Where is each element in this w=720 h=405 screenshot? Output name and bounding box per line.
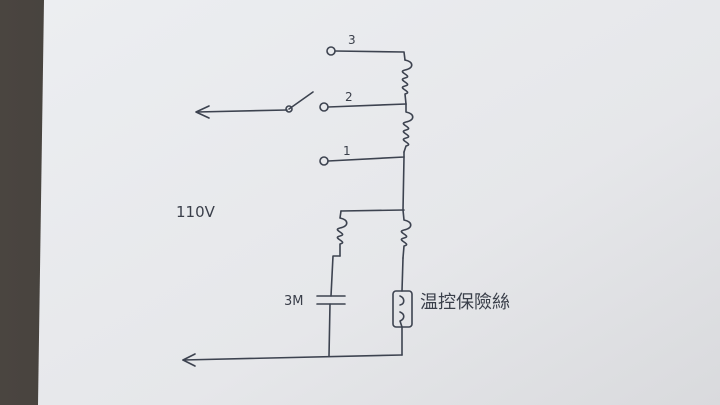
wire-left-to-cap [330, 255, 341, 297]
paper-sheet [38, 0, 720, 405]
wire-tap-3 [334, 50, 406, 61]
coil-middle [402, 103, 414, 153]
wire-switch-line [196, 109, 288, 113]
wire-right-to-fuse [401, 257, 404, 292]
wire-junction-bar [340, 209, 405, 212]
circuit-drawing [182, 46, 414, 367]
coil-right-branch [400, 209, 412, 259]
wire-cap-to-bottom [328, 303, 331, 357]
terminal-3-label: 3 [348, 33, 356, 47]
wire-bottom-return [182, 354, 403, 361]
wire-tap-2 [327, 103, 407, 108]
thermal-fuse-element [399, 295, 405, 328]
arrow-bottom-icon [182, 353, 196, 367]
fuse-label: 温控保險絲 [420, 292, 510, 313]
switch-pivot [285, 105, 293, 113]
voltage-label: 110V [176, 203, 216, 221]
arrow-left-icon [195, 105, 210, 119]
coil-left-branch [336, 210, 348, 257]
wire-down-junction [402, 156, 405, 211]
coil-upper [401, 59, 413, 105]
terminal-1-label: 1 [343, 144, 351, 158]
switch-blade [288, 91, 314, 110]
capacitor-label: 3M [284, 294, 304, 309]
terminal-2-label: 2 [345, 90, 353, 104]
